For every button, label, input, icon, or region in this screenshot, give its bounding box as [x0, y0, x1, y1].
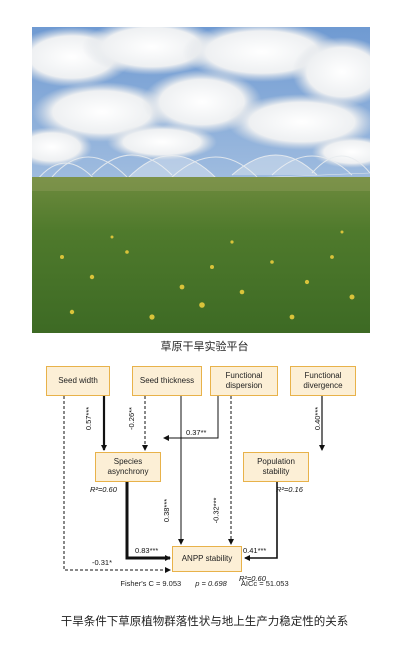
fisher-c: Fisher's C = 9.053 — [120, 579, 182, 588]
node-seed-width: Seed width — [46, 366, 110, 396]
r2-species-asynchrony: R²=0.60 — [90, 485, 117, 494]
coef-seedwidth-asynchrony: 0.57*** — [84, 406, 94, 431]
coef-asynchrony-anpp: 0.83*** — [135, 546, 159, 555]
coef-seedthickness-anpp: 0.38*** — [162, 498, 172, 523]
node-anpp-stability: ANPP stability — [172, 546, 242, 572]
coef-seedwidth-anpp: -0.31* — [92, 558, 113, 567]
arrow-seedwidth-anpp — [63, 396, 171, 573]
node-population-stability: Population stability — [243, 452, 309, 482]
coef-divergence-population: 0.40*** — [313, 406, 323, 431]
arrow-population-anpp — [244, 482, 278, 561]
node-seed-thickness: Seed thickness — [132, 366, 202, 396]
diagram-caption: 干旱条件下草原植物群落性状与地上生产力稳定性的关系 — [60, 614, 349, 628]
p-value: p = 0.698 — [195, 579, 227, 588]
coef-seedthickness-asynchrony: -0.26** — [126, 407, 136, 430]
coef-dispersion-anpp: -0.32*** — [211, 497, 221, 524]
arrow-asynchrony-anpp — [125, 482, 171, 561]
node-functional-dispersion: Functional dispersion — [210, 366, 278, 396]
coef-population-anpp: 0.41*** — [243, 546, 267, 555]
aicc: AICc = 51.053 — [240, 579, 289, 588]
node-functional-divergence: Functional divergence — [290, 366, 356, 396]
r2-population-stability: R²=0.16 — [276, 485, 303, 494]
model-fit: Fisher's C = 9.053 p = 0.698 AICc = 51.0… — [0, 579, 409, 588]
r2-anpp-stability: R²=0.60 — [239, 574, 266, 583]
arrow-dispersion-asynchrony — [163, 396, 219, 441]
sem-diagram: Seed width Seed thickness Functional dis… — [0, 356, 409, 612]
photo-caption: 草原干旱实验平台 — [160, 340, 249, 353]
coef-dispersion-asynchrony: 0.37** — [186, 428, 207, 437]
grassland-photo — [32, 27, 370, 333]
node-species-asynchrony: Species asynchrony — [95, 452, 161, 482]
